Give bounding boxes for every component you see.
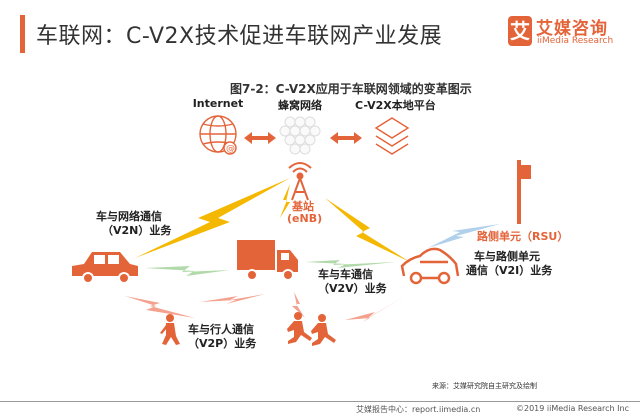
footer-copyright: ©2019 iiMedia Research Inc	[516, 404, 629, 413]
v2p-bolt-right-icon	[292, 292, 405, 322]
title-accent-bar	[20, 15, 25, 53]
v2n-label-line2: （V2N）业务	[102, 224, 172, 237]
v2p-label-line2: （V2P）业务	[188, 337, 257, 350]
c-v2x-platform-label: C-V2X本地平台	[355, 99, 436, 112]
v2i-label-line2: 通信（V2I）业务	[466, 264, 553, 277]
v2v-bolt-right-icon	[305, 260, 395, 268]
globe-at-icon: @	[199, 115, 237, 155]
double-arrow-right-icon	[330, 132, 362, 144]
car-right-icon	[400, 247, 460, 285]
cellular-network-label: 蜂窝网络	[278, 99, 322, 112]
base-station-label: 基站	[292, 200, 314, 213]
roadside-unit-icon	[517, 160, 531, 224]
v2n-bolt-icon	[135, 178, 290, 258]
svg-text:@: @	[226, 144, 235, 154]
pedestrian-walking-icon	[160, 314, 180, 345]
source-note: 来源：艾媒研究院自主研究及绘制	[432, 382, 537, 390]
rsu-label: 路侧单元（RSU）	[477, 230, 569, 243]
base-bolt-icon	[280, 184, 290, 218]
v2v-label-line1: 车与车通信	[318, 268, 373, 281]
base-station-sublabel: (eNB)	[287, 212, 323, 225]
cell-tower-icon	[288, 162, 312, 201]
double-arrow-left-icon	[244, 132, 276, 144]
footer-divider	[0, 401, 640, 402]
v2i-yellow-bolt-icon	[325, 198, 410, 262]
v2i-bolt-icon	[428, 224, 500, 248]
v2i-label-line1: 车与路侧单元	[474, 250, 540, 263]
layers-icon	[374, 117, 410, 155]
truck-icon	[237, 240, 298, 281]
v2p-bolt-left-icon	[125, 294, 265, 318]
car-left-icon	[72, 252, 138, 284]
pedestrians-running-icon	[287, 312, 336, 346]
footer-report-center: 艾媒报告中心：report.iimedia.cn	[356, 405, 481, 414]
v2v-label-line2: （V2V）业务	[318, 282, 387, 295]
honeycomb-icon	[279, 116, 321, 155]
internet-label: Internet	[192, 97, 244, 110]
logo-text-cn: 艾媒咨询	[536, 19, 608, 39]
page-title: 车联网：C-V2X技术促进车联网产业发展	[36, 24, 443, 49]
logo-icon: 艾	[508, 16, 532, 46]
v2n-label-line1: 车与网络通信	[96, 210, 162, 223]
figure-title: 图7-2：C-V2X应用于车联网领域的变革图示	[230, 82, 472, 96]
v2p-label-line1: 车与行人通信	[188, 323, 254, 336]
logo-text-en: iiMedia Research	[537, 36, 614, 46]
v2v-bolt-left-icon	[145, 266, 230, 276]
